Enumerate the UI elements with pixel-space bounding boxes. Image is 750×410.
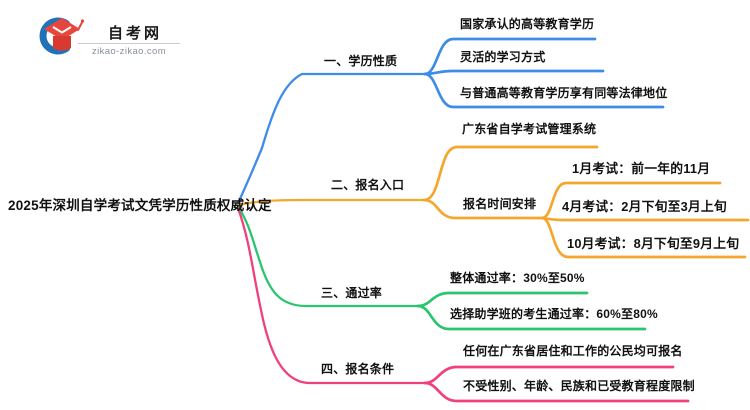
branch2-grandchild-1[interactable]: 1月考试：前一年的11月 xyxy=(572,161,711,176)
branch4-child-2[interactable]: 不受性别、年龄、民族和已受教育程度限制 xyxy=(463,379,695,393)
branch1-child-1[interactable]: 国家承认的高等教育学历 xyxy=(460,17,595,31)
edge-branch2-child2 xyxy=(422,198,544,220)
edge-branch3-child2 xyxy=(416,304,647,331)
edge-branch1-child2 xyxy=(423,69,605,76)
edge-branch4-main xyxy=(236,206,427,385)
branch1-child-2[interactable]: 灵活的学习方式 xyxy=(460,50,546,64)
edge-branch1-child3 xyxy=(423,72,665,109)
site-logo: 自考网 zikao-zikao.com xyxy=(33,12,183,62)
logo-domain: zikao-zikao.com xyxy=(91,46,167,57)
branch4-label[interactable]: 四、报名条件 xyxy=(321,362,395,376)
branch2-child-2[interactable]: 报名时间安排 xyxy=(463,197,537,211)
edge-branch2-grandchild1 xyxy=(540,181,722,220)
branch2-child-1[interactable]: 广东省自学考试管理系统 xyxy=(462,122,597,136)
branch2-label[interactable]: 二、报名入口 xyxy=(331,178,405,192)
branch2-grandchild-2[interactable]: 4月考试：2月下旬至3月上旬 xyxy=(562,199,727,214)
branch1-child-3[interactable]: 与普通高等教育学历享有同等法律地位 xyxy=(460,86,668,100)
branch1-label[interactable]: 一、学历性质 xyxy=(324,54,398,68)
branch3-label[interactable]: 三、通过率 xyxy=(321,286,383,300)
logo-graduation-cap-icon xyxy=(39,17,85,55)
edge-branch2-main xyxy=(236,198,426,207)
edge-branch2-child1 xyxy=(422,145,599,202)
edge-branch4-child2 xyxy=(423,381,690,403)
branch3-child-1[interactable]: 整体通过率：30%至50% xyxy=(450,271,585,285)
root-node[interactable]: 2025年深圳自学考试文凭学历性质权威认定 xyxy=(8,198,272,213)
edge-branch2-grandchild3 xyxy=(540,216,747,259)
edge-branch1-main xyxy=(236,72,427,205)
logo-divider xyxy=(78,43,180,44)
branch2-grandchild-3[interactable]: 10月考试：8月下旬至9月上旬 xyxy=(567,236,740,251)
branch3-child-2[interactable]: 选择助学班的考生通过率：60%至80% xyxy=(450,307,658,321)
edge-branch2-grandchild2 xyxy=(540,216,750,222)
edge-branch3-main xyxy=(236,204,420,308)
logo-title: 自考网 xyxy=(107,25,162,42)
edge-branch3-child1 xyxy=(416,291,589,308)
branch4-child-1[interactable]: 任何在广东省居住和工作的公民均可报名 xyxy=(463,344,683,358)
